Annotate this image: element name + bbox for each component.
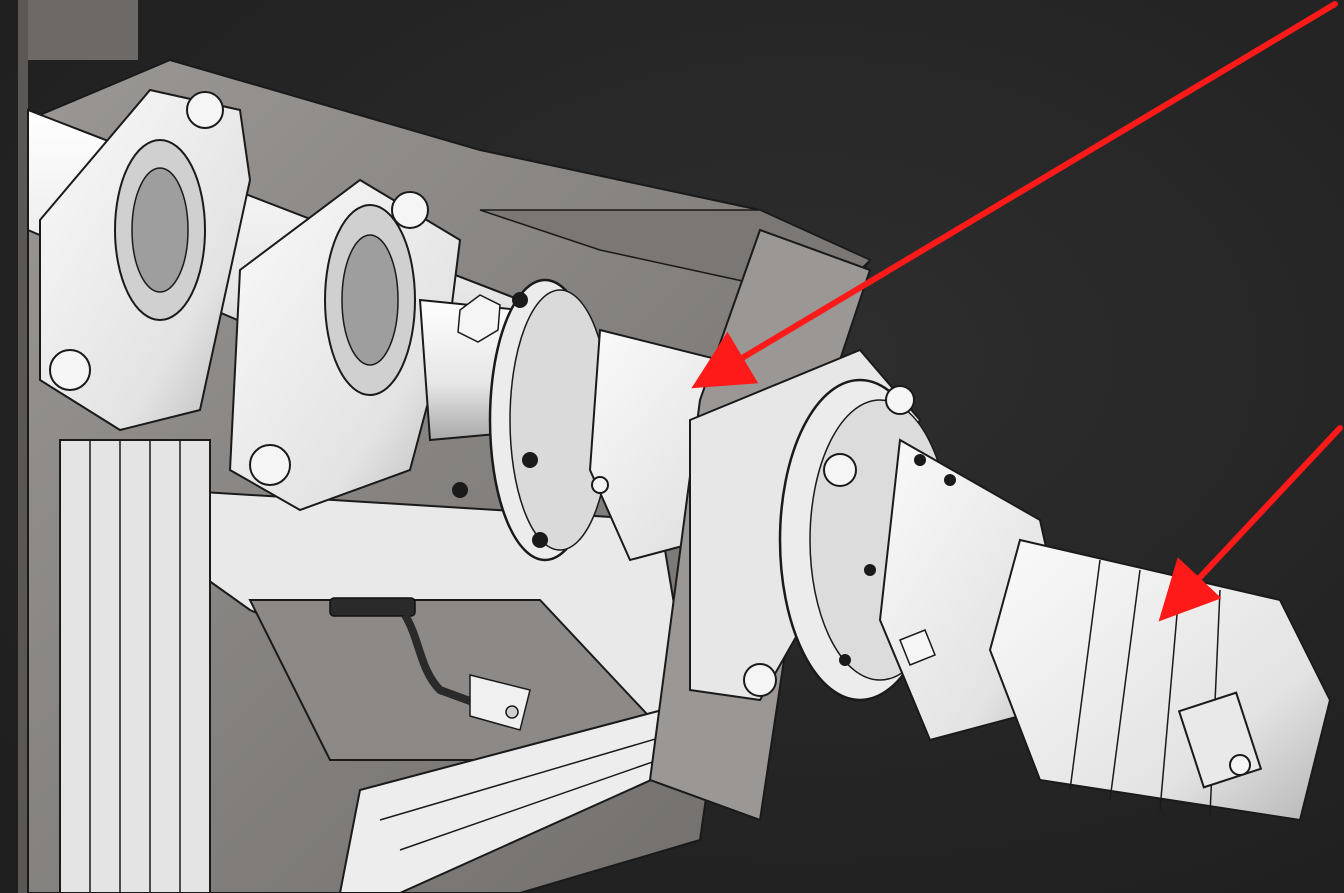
callout-arrow-motor (1158, 425, 1343, 622)
bolt-head (823, 453, 857, 487)
coupling-flange (452, 278, 611, 562)
callout-arrow-coupling (691, 1, 1338, 389)
pillow-block-bearing-2 (228, 178, 462, 512)
pillow-block-bearing-1 (39, 88, 252, 432)
lever-switch (329, 597, 531, 731)
bolt-head (186, 91, 224, 129)
bolt-head (885, 385, 915, 415)
vertical-post (59, 439, 211, 893)
frame-top-block (28, 0, 138, 60)
bolt-head (249, 444, 291, 486)
bolt-head (743, 663, 777, 697)
bolt-head (49, 349, 91, 391)
hydraulic-motor (988, 538, 1332, 822)
hex-bolt (457, 294, 501, 343)
callout-arrows (691, 1, 1343, 622)
frame-edge-strip (18, 0, 28, 893)
bolt-head (391, 191, 429, 229)
